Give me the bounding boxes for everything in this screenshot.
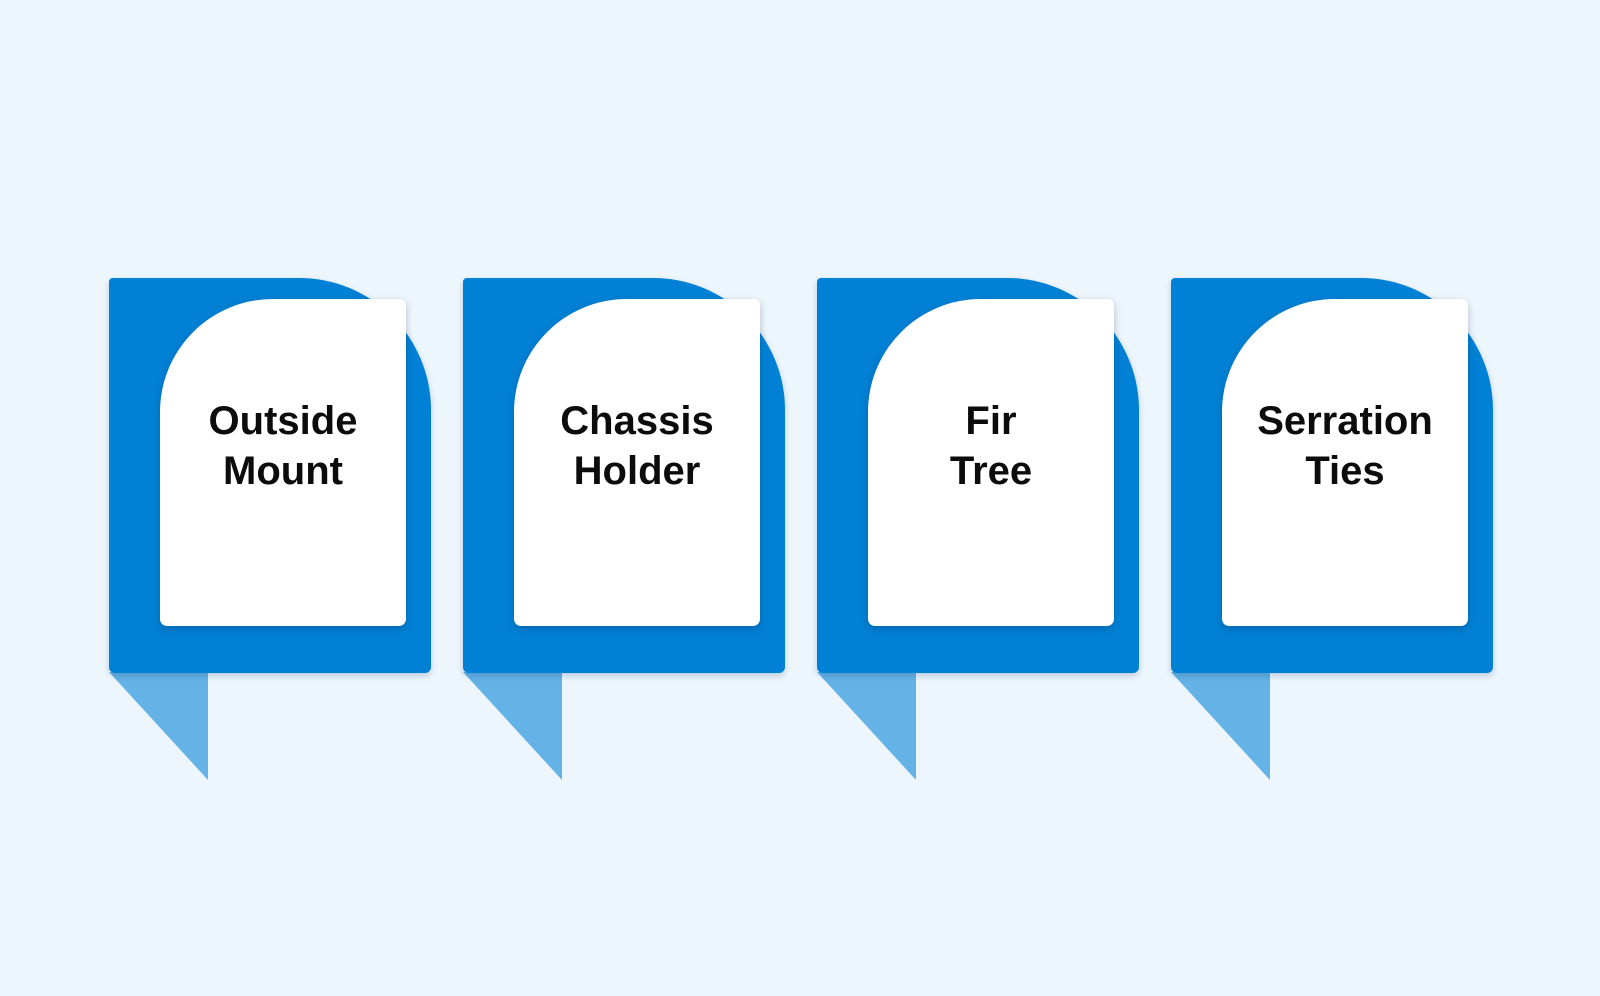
card-serration-ties: Serration Ties — [1171, 278, 1493, 780]
card-tail — [109, 672, 208, 780]
card-face: Outside Mount — [160, 299, 406, 626]
card-chassis-holder: Chassis Holder — [463, 278, 785, 780]
card-label-line-1: Outside — [208, 398, 358, 443]
card-face: Fir Tree — [868, 299, 1114, 626]
card-label-line-2: Tree — [949, 448, 1033, 493]
card-tail — [463, 672, 562, 780]
card-fir-tree: Fir Tree — [817, 278, 1139, 780]
card-label: Fir Tree — [950, 396, 1032, 496]
card-label-line-2: Mount — [223, 448, 343, 493]
card-label: Chassis Holder — [560, 396, 713, 496]
card-label-line-1: Fir — [965, 398, 1017, 443]
card-label-line-2: Holder — [573, 448, 701, 493]
card-tail — [1171, 672, 1270, 780]
card-label-line-1: Chassis — [560, 398, 714, 443]
card-face: Serration Ties — [1222, 299, 1468, 626]
card-label-line-1: Serration — [1257, 398, 1433, 443]
card-label: Outside Mount — [209, 396, 358, 496]
card-label-line-2: Ties — [1305, 448, 1385, 493]
card-tail — [817, 672, 916, 780]
card-face: Chassis Holder — [514, 299, 760, 626]
card-outside-mount: Outside Mount — [109, 278, 431, 780]
card-label: Serration Ties — [1257, 396, 1433, 496]
